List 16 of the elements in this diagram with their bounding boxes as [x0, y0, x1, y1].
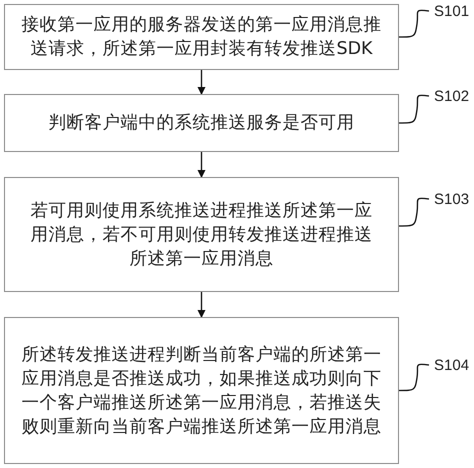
step-label: S101 [434, 3, 470, 20]
step-text: 所述转发推送进程判断当前客户端的所述第一应用消息是否推送成功，如果推送成功则向下一个客户端推送所述第一应用消息，若推送失败则重新向当前客户端推送所述第一应用消息 [20, 344, 382, 438]
step-label: S103 [434, 191, 470, 208]
process-box [4, 4, 399, 70]
step-text: 若可用则使用系统推送进程推送所述第一应用消息，若不可用则使用转发推送进程推送所述第一应用消息 [30, 200, 374, 270]
arrow [198, 70, 206, 95]
arrow [198, 152, 206, 178]
process-box [4, 177, 399, 292]
process-box [4, 94, 399, 152]
step-label: S104 [434, 357, 470, 374]
step-label: S102 [434, 88, 470, 105]
process-box [4, 317, 399, 464]
step-text: 接收第一应用的服务器发送的第一应用消息推送请求，所述第一应用封装有转发推送SDK [20, 14, 382, 61]
step-text: 判断客户端中的系统推送服务是否可用 [48, 112, 354, 135]
leader-line [399, 10, 430, 38]
arrow [198, 292, 206, 318]
